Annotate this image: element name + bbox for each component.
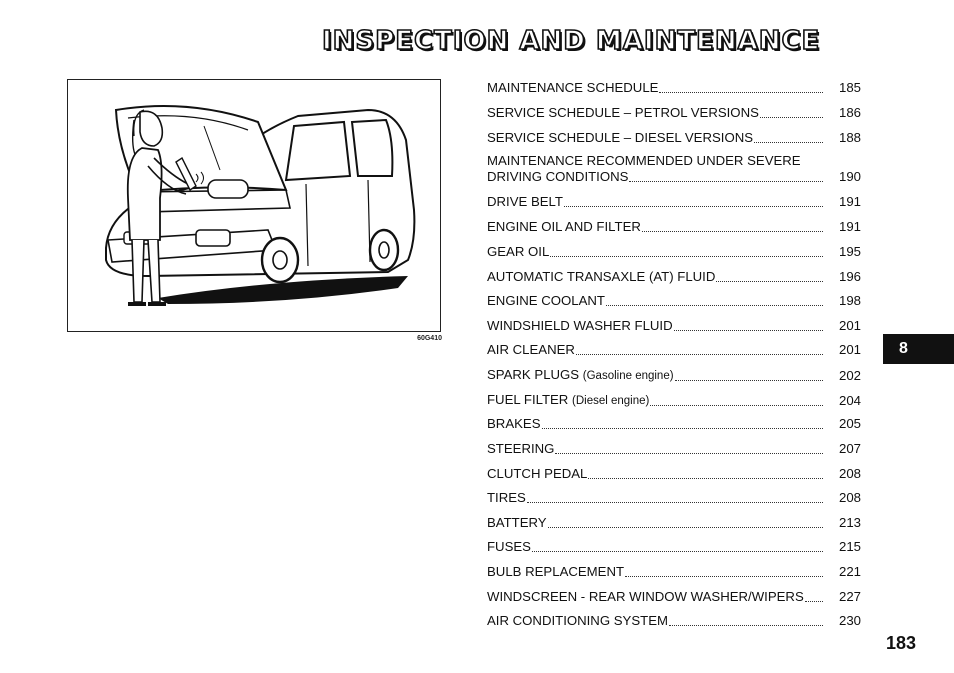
page-number: 183	[885, 633, 916, 653]
toc-entry-label: AIR CLEANER	[487, 342, 575, 357]
toc-entry: STEERING 207	[487, 441, 861, 457]
dot-leader	[629, 181, 823, 182]
toc-entry-label: WINDSHIELD WASHER FLUID	[487, 318, 673, 333]
toc-entry: AUTOMATIC TRANSAXLE (AT) FLUID 196	[487, 269, 861, 285]
toc-entry: TIRES 208	[487, 490, 861, 506]
toc-entry: ENGINE OIL AND FILTER 191	[487, 219, 861, 235]
toc-entry-label: GEAR OIL	[487, 244, 550, 259]
toc-entry-label: WINDSCREEN - REAR WINDOW WASHER/WIPERS	[487, 589, 804, 604]
toc-entry: BATTERY 213	[487, 515, 861, 531]
dot-leader	[674, 380, 823, 381]
toc-entry-label: BATTERY	[487, 515, 547, 530]
toc-entry-page: 201	[838, 342, 861, 357]
toc-entry-page: 188	[838, 130, 861, 145]
toc-entry-label: SPARK PLUGS	[487, 367, 580, 382]
dot-leader	[668, 625, 823, 626]
toc-entry: CLUTCH PEDAL 208	[487, 466, 861, 482]
toc-entry-page: 207	[838, 441, 861, 456]
dot-leader	[575, 354, 823, 355]
toc-entry: AIR CLEANER 201	[487, 342, 861, 358]
toc-entry-page: 230	[838, 613, 861, 628]
toc-entry-label: SERVICE SCHEDULE – PETROL VERSIONS	[487, 105, 759, 120]
toc-entry-page: 186	[838, 105, 861, 120]
toc-entry-label-group: SPARK PLUGS (Gasoline engine)	[487, 367, 674, 384]
toc-entry: FUSES 215	[487, 539, 861, 555]
toc-entry: SERVICE SCHEDULE – DIESEL VERSIONS 188	[487, 130, 861, 146]
toc-entry-label-continued: DRIVING CONDITIONS	[487, 169, 629, 184]
toc-entry-label: AIR CONDITIONING SYSTEM	[487, 613, 668, 628]
toc-entry: SERVICE SCHEDULE – PETROL VERSIONS 186	[487, 105, 861, 121]
toc-entry: BULB REPLACEMENT 221	[487, 564, 861, 580]
page-title: INSPECTION AND MAINTENANCE	[321, 25, 821, 57]
toc-entry-page: 196	[838, 269, 861, 284]
toc-entry-page: 191	[838, 219, 861, 234]
toc-entry: MAINTENANCE SCHEDULE 185	[487, 80, 861, 96]
dot-leader	[759, 117, 823, 118]
dot-leader	[673, 330, 823, 331]
toc-entry-page: 204	[838, 393, 861, 408]
toc-entry-page: 227	[838, 589, 861, 604]
dot-leader	[531, 551, 823, 552]
toc-entry: FUEL FILTER (Diesel engine) 204	[487, 392, 861, 409]
toc-entry-label: STEERING	[487, 441, 555, 456]
dot-leader	[605, 305, 823, 306]
dot-leader	[804, 601, 823, 602]
dot-leader	[754, 142, 823, 143]
toc-entry-label: AUTOMATIC TRANSAXLE (AT) FLUID	[487, 269, 716, 284]
toc-entry: ENGINE COOLANT 198	[487, 293, 861, 309]
dot-leader	[716, 281, 823, 282]
toc-entry-label: FUEL FILTER	[487, 392, 569, 407]
dot-leader	[563, 206, 823, 207]
illustration-woman-checking-engine	[67, 79, 441, 332]
toc-entry-label: FUSES	[487, 539, 531, 554]
toc-entry-page: 208	[838, 490, 861, 505]
toc-entry-page: 202	[838, 368, 861, 383]
toc-entry-label: BULB REPLACEMENT	[487, 564, 625, 579]
dot-leader	[625, 576, 823, 577]
toc-entry-label: DRIVE BELT	[487, 194, 563, 209]
toc-entry-page: 195	[838, 244, 861, 259]
toc-entry-page: 221	[838, 564, 861, 579]
van-open-hood-drawing	[105, 105, 416, 306]
toc-entry-page: 201	[838, 318, 861, 333]
toc-entry-label: CLUTCH PEDAL	[487, 466, 588, 481]
toc-entry: AIR CONDITIONING SYSTEM 230	[487, 613, 861, 629]
toc-entry: GEAR OIL 195	[487, 244, 861, 260]
toc-entry-label-group: FUEL FILTER (Diesel engine)	[487, 392, 649, 409]
toc-entry: WINDSCREEN - REAR WINDOW WASHER/WIPERS 2…	[487, 589, 861, 605]
toc-entry-label: MAINTENANCE RECOMMENDED UNDER SEVERE	[487, 153, 801, 168]
dot-leader	[541, 428, 823, 429]
toc-entry: BRAKES 205	[487, 416, 861, 432]
toc-entry-page: 215	[838, 539, 861, 554]
dot-leader	[550, 256, 823, 257]
toc-entry-page: 208	[838, 466, 861, 481]
toc-entry-page: 190	[838, 169, 861, 184]
toc-entry-page: 205	[838, 416, 861, 431]
toc-entry-page: 185	[838, 80, 861, 95]
toc-entry: DRIVE BELT 191	[487, 194, 861, 210]
dot-leader	[547, 527, 823, 528]
toc-entry: SPARK PLUGS (Gasoline engine) 202	[487, 367, 861, 384]
dot-leader	[641, 231, 823, 232]
figure-code: 60G410	[417, 335, 442, 342]
toc-entry-label: TIRES	[487, 490, 526, 505]
toc-entry-label: BRAKES	[487, 416, 541, 431]
dot-leader	[659, 92, 823, 93]
toc-entry: MAINTENANCE RECOMMENDED UNDER SEVERE DRI…	[487, 153, 861, 185]
toc-entry-label: ENGINE OIL AND FILTER	[487, 219, 641, 234]
dot-leader	[526, 502, 823, 503]
toc-entry: WINDSHIELD WASHER FLUID 201	[487, 318, 861, 334]
toc-entry-label: SERVICE SCHEDULE – DIESEL VERSIONS	[487, 130, 754, 145]
toc-entry-page: 213	[838, 515, 861, 530]
dot-leader	[555, 453, 823, 454]
toc-entry-label: MAINTENANCE SCHEDULE	[487, 80, 659, 95]
toc-entry-label-note: (Gasoline engine)	[582, 370, 674, 382]
toc-entry-label-note: (Diesel engine)	[572, 395, 650, 407]
dot-leader	[588, 478, 823, 479]
chapter-tab: 8	[883, 334, 954, 364]
dot-leader	[650, 405, 823, 406]
toc-entry-page: 191	[838, 194, 861, 209]
toc-entry-label: ENGINE COOLANT	[487, 293, 605, 308]
toc-entry-page: 198	[838, 293, 861, 308]
